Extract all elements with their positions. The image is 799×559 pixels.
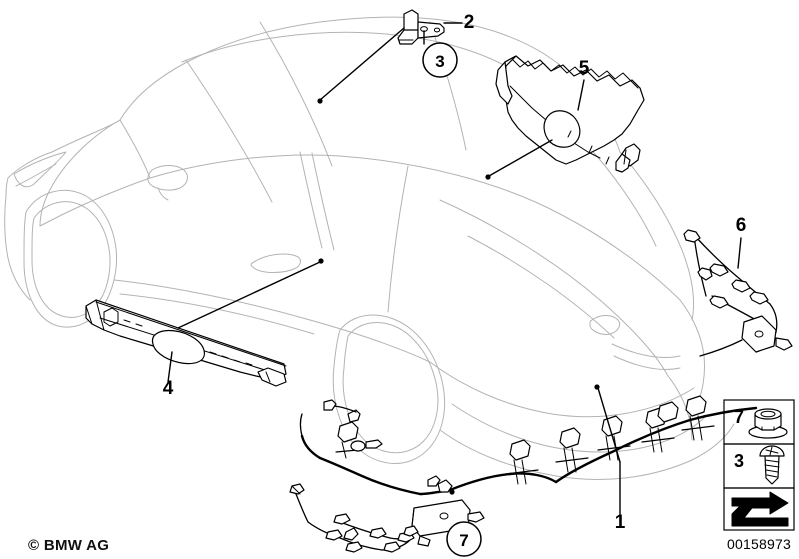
vehicle-body-outline <box>4 16 735 480</box>
part-5-roof-antenna-element <box>495 55 645 173</box>
legend-box: 7 3 <box>723 399 795 531</box>
callout-labels: 1 2 4 5 6 <box>163 12 747 533</box>
leader-lines <box>167 22 742 533</box>
callout-label-5: 5 <box>579 58 590 79</box>
callout-label-2: 2 <box>464 12 475 33</box>
circled-callout-7: 7 <box>446 521 482 557</box>
callout-label-1: 1 <box>615 512 626 533</box>
direction-arrow-icon <box>731 491 789 527</box>
legend-number-3: 3 <box>734 451 744 471</box>
part-4-rocker-sill-trim <box>85 299 287 387</box>
callout-label-6: 6 <box>736 215 747 236</box>
hex-flange-nut-icon <box>748 408 788 439</box>
pan-head-screw-icon <box>759 445 785 485</box>
circled-callout-3: 3 <box>422 42 458 78</box>
copyright-brand: © BMW AG <box>28 537 109 554</box>
part-6-side-panel-harness <box>683 229 793 357</box>
legend-number-7: 7 <box>734 407 744 427</box>
circled-callout-label-3: 3 <box>435 52 444 71</box>
part-1-rear-wiring-harness <box>299 395 758 496</box>
callout-label-4: 4 <box>163 378 174 399</box>
document-number: 00158973 <box>727 536 791 552</box>
circled-callout-label-7: 7 <box>459 531 468 550</box>
